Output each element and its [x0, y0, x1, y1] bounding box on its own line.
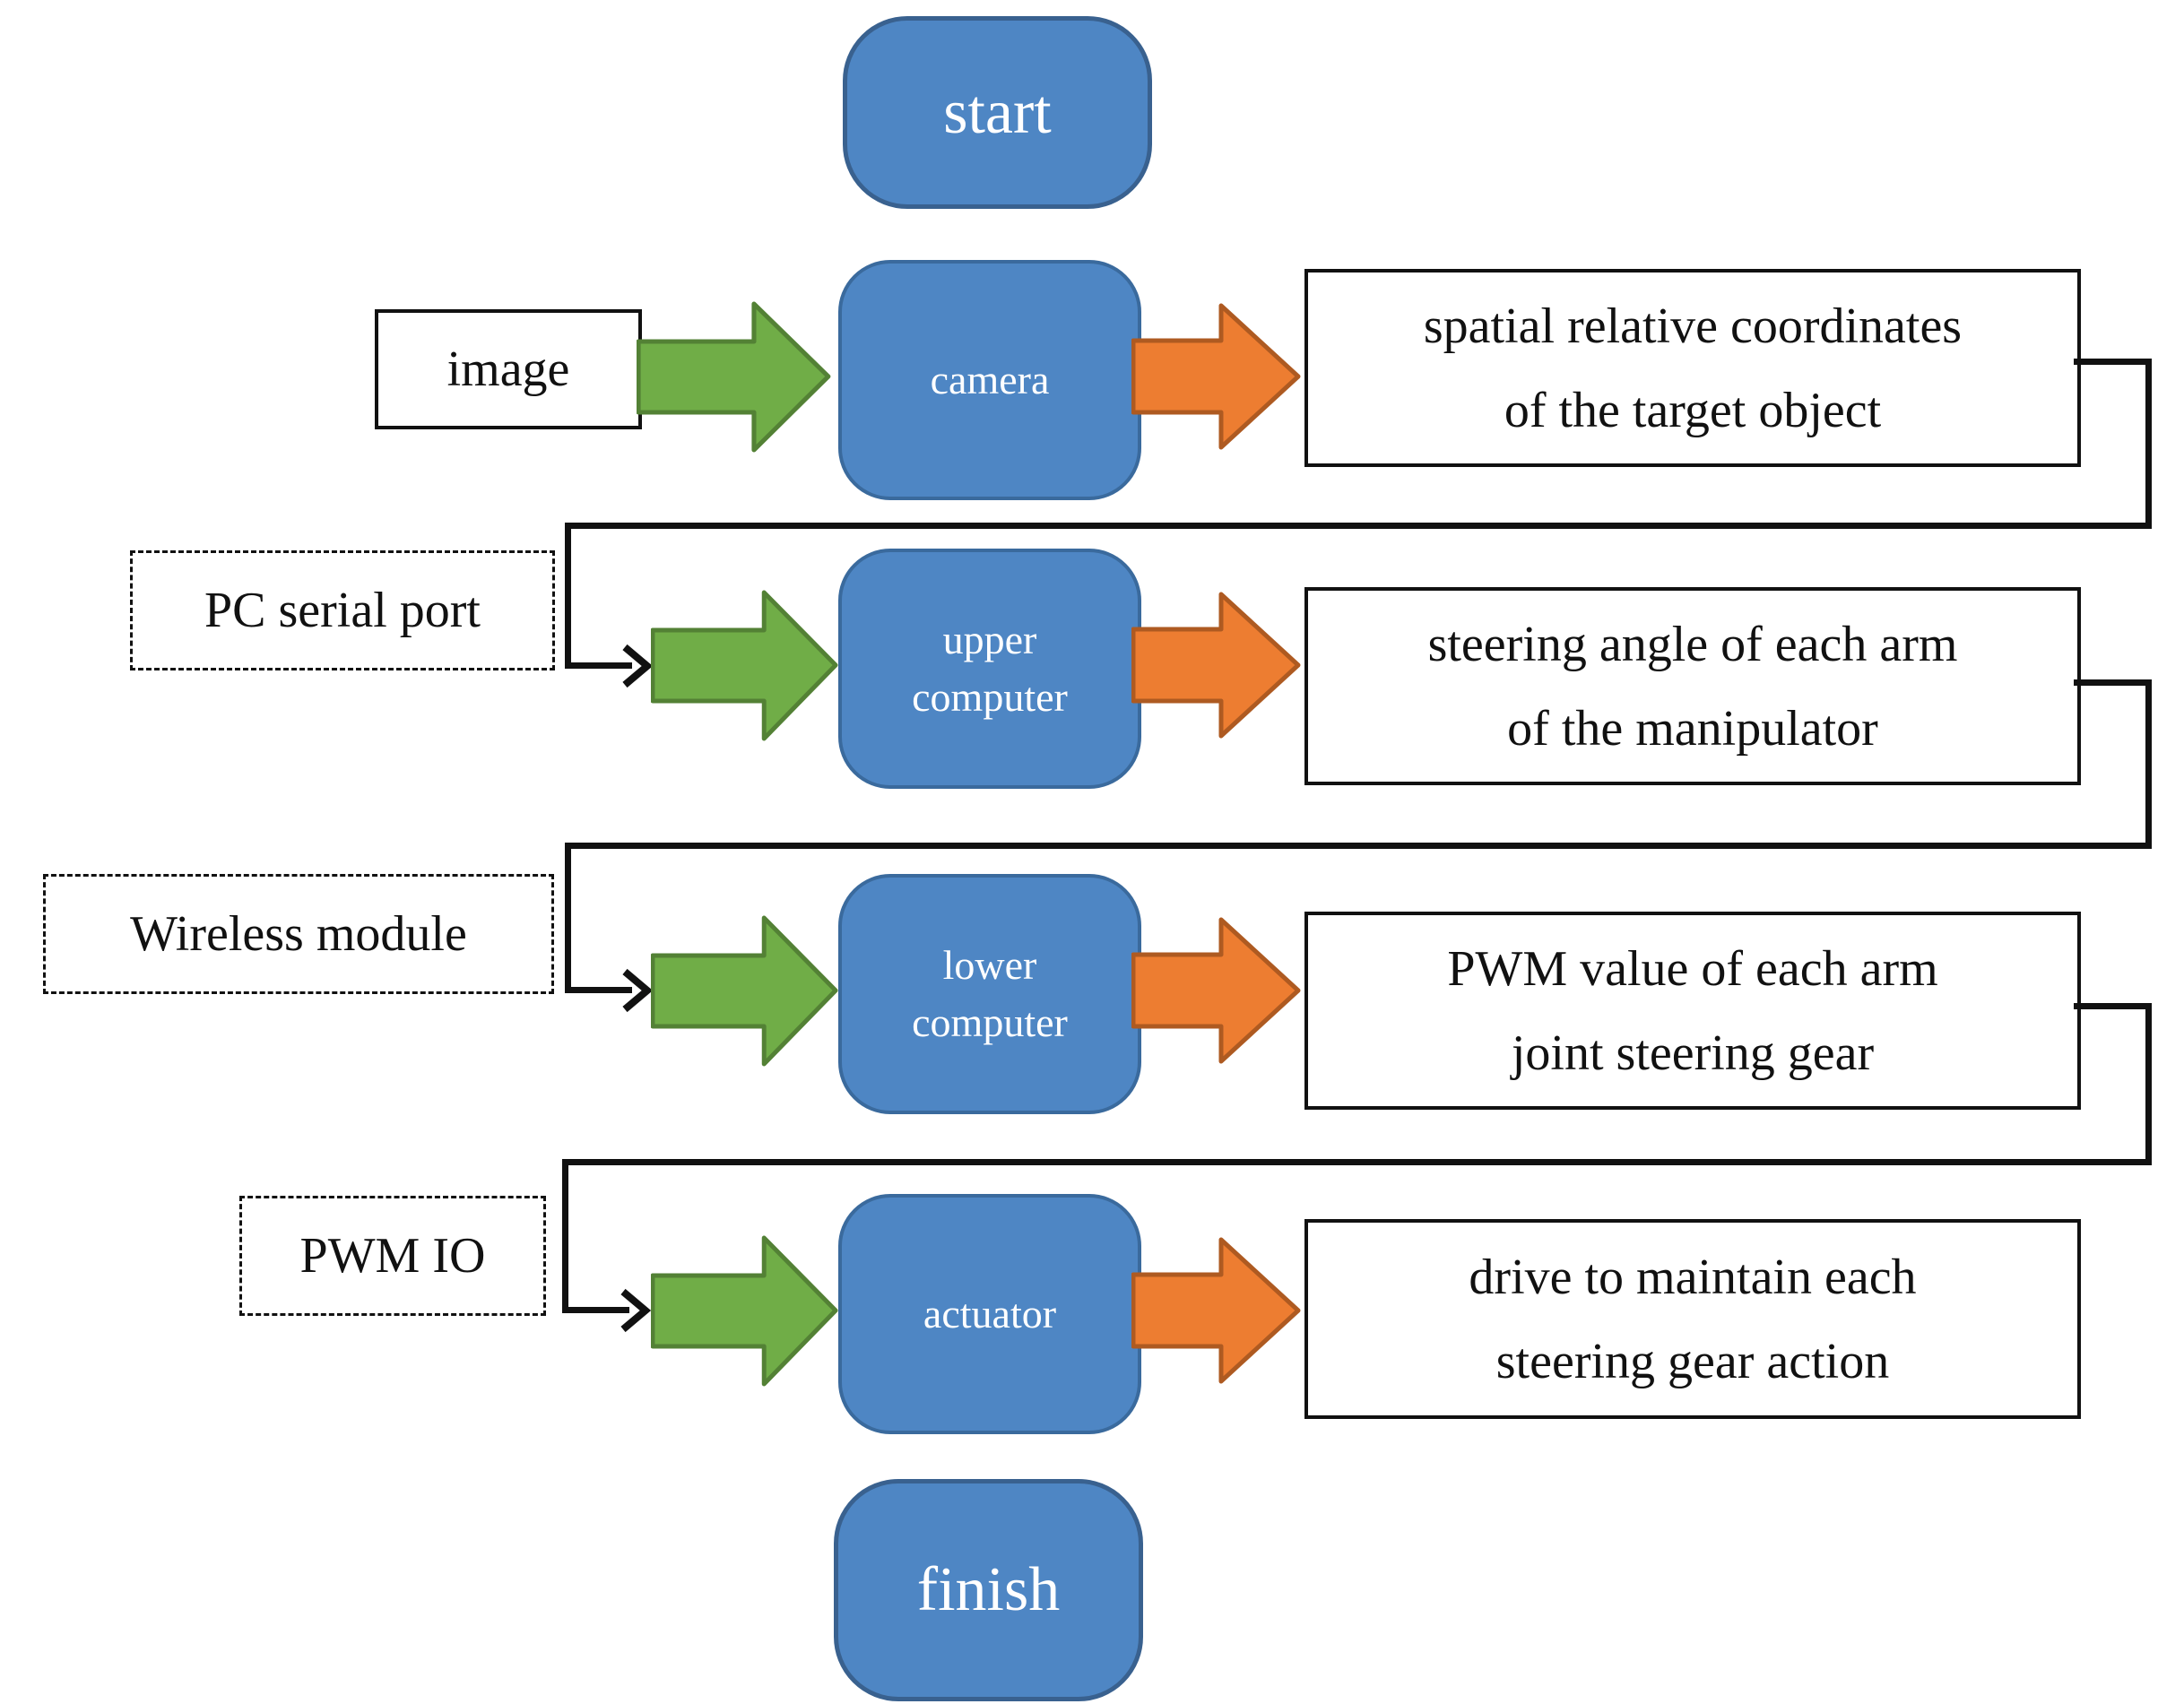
output-text-line: drive to maintain each: [1469, 1249, 1917, 1305]
edge-b-entry: [571, 987, 632, 993]
edge-c-horizontal: [562, 1159, 2152, 1165]
output-node-pwm-value: PWM value of each arm joint steering gea…: [1304, 912, 2081, 1110]
input-label: image: [446, 342, 570, 397]
input-node-image: image: [375, 309, 642, 429]
edge-c-entry: [568, 1307, 629, 1313]
output-text-line: spatial relative coordinates: [1423, 298, 1963, 354]
edge-b-stub: [2074, 679, 2152, 686]
start-label: start: [943, 77, 1052, 147]
process-node-upper-computer: upper computer: [838, 549, 1141, 789]
orange-arrow-row2: [1131, 589, 1304, 741]
process-node-lower-computer: lower computer: [838, 874, 1141, 1114]
process-label-line: upper: [942, 617, 1037, 662]
input-label: PWM IO: [299, 1228, 486, 1284]
edge-b-right-vertical: [2145, 679, 2152, 849]
input-label: PC serial port: [204, 583, 481, 638]
process-label-line: lower: [942, 942, 1037, 988]
edge-a-left-vertical: [565, 523, 571, 669]
edge-a-right-vertical: [2145, 359, 2152, 529]
edge-b-left-vertical: [565, 843, 571, 993]
green-arrow-row4: [651, 1233, 841, 1389]
orange-arrow-row3: [1131, 914, 1304, 1067]
edge-c-left-vertical: [562, 1159, 568, 1313]
process-node-actuator: actuator: [838, 1194, 1141, 1434]
input-label: Wireless module: [130, 906, 467, 962]
edge-b-arrowhead-icon: [620, 967, 653, 1014]
edge-a-entry: [571, 662, 632, 669]
finish-label: finish: [916, 1555, 1061, 1624]
green-arrow-row2: [651, 587, 841, 744]
edge-a-horizontal: [565, 523, 2152, 529]
process-label-line: actuator: [923, 1291, 1057, 1336]
edge-a-arrowhead-icon: [620, 643, 653, 689]
output-text-line: steering angle of each arm: [1427, 616, 1958, 672]
output-text-line: joint steering gear: [1511, 1025, 1875, 1081]
process-label-line: camera: [930, 357, 1050, 402]
finish-node: finish: [834, 1479, 1143, 1701]
orange-arrow-row4: [1131, 1234, 1304, 1387]
process-label-line: computer: [912, 999, 1068, 1045]
orange-arrow-row1: [1131, 300, 1304, 453]
output-text-line: of the target object: [1504, 382, 1882, 438]
input-node-pwm-io: PWM IO: [239, 1196, 546, 1316]
process-label-line: computer: [912, 674, 1068, 720]
input-node-wireless-module: Wireless module: [43, 874, 554, 994]
output-node-coordinates: spatial relative coordinates of the targ…: [1304, 269, 2081, 467]
green-arrow-row1: [637, 298, 834, 455]
output-node-steering-angle: steering angle of each arm of the manipu…: [1304, 587, 2081, 785]
output-node-drive-action: drive to maintain each steering gear act…: [1304, 1219, 2081, 1419]
edge-a-stub: [2074, 359, 2152, 365]
edge-c-right-vertical: [2145, 1003, 2152, 1165]
input-node-pc-serial-port: PC serial port: [130, 550, 555, 670]
edge-c-stub: [2074, 1003, 2152, 1009]
output-text-line: PWM value of each arm: [1447, 940, 1938, 997]
green-arrow-row3: [651, 913, 841, 1069]
edge-c-arrowhead-icon: [619, 1287, 651, 1334]
process-node-camera: camera: [838, 260, 1141, 500]
start-node: start: [843, 16, 1152, 209]
output-text-line: of the manipulator: [1507, 700, 1878, 757]
output-text-line: steering gear action: [1495, 1333, 1890, 1389]
edge-b-horizontal: [565, 843, 2152, 849]
